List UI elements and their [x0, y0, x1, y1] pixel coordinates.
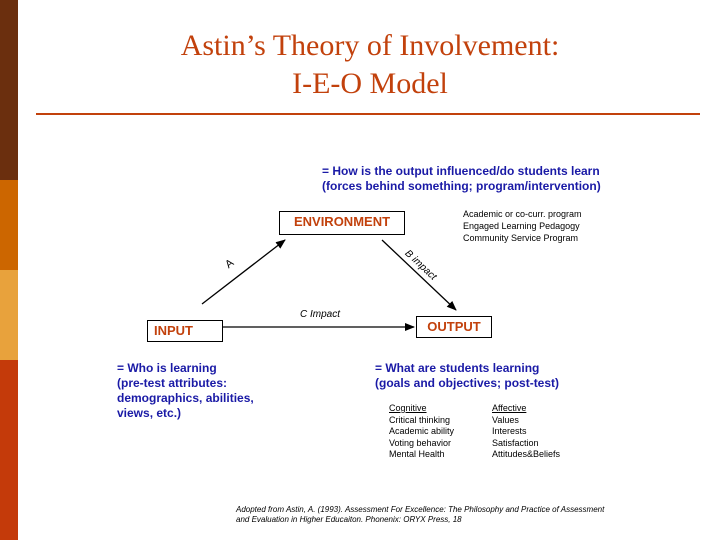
affective-item: Satisfaction — [492, 437, 539, 448]
slide-title-line2: I-E-O Model — [292, 67, 448, 100]
affective-header: Affective — [492, 403, 527, 413]
side-bar-bottom — [0, 360, 18, 540]
side-bar-upper — [0, 180, 18, 270]
cognitive-item: Mental Health — [389, 449, 445, 459]
cognitive-item: Academic ability — [389, 426, 455, 436]
environment-example: Community Service Program — [463, 233, 579, 243]
slide-title-line1: Astin’s Theory of Involvement: — [180, 29, 560, 62]
input-note-line: demographics, abilities, — [117, 391, 254, 405]
cognitive-item: Voting behavior — [389, 437, 452, 448]
environment-example: Academic or co-curr. program — [463, 209, 582, 219]
affective-item: Values — [492, 414, 519, 425]
affective-item: Interests — [492, 426, 527, 436]
cognitive-item: Critical thinking — [389, 414, 451, 425]
input-note-line: views, etc.) — [117, 406, 182, 420]
input-note-line: = Who is learning — [117, 361, 217, 375]
environment-box: ENVIRONMENT — [279, 211, 405, 235]
affective-item: Attitudes&Beliefs — [492, 449, 561, 459]
side-bar-top — [0, 0, 18, 180]
output-box: OUTPUT — [416, 316, 492, 338]
environment-example: Engaged Learning Pedagogy — [463, 221, 580, 231]
arrow-a — [201, 239, 286, 305]
citation-line2: and Evaluation in Higher Educaiton. Phon… — [236, 515, 462, 524]
side-bar-middle — [0, 270, 18, 360]
environment-note-line1: = How is the output influenced/do studen… — [322, 164, 600, 178]
output-note-line: = What are students learning — [375, 361, 540, 375]
title-divider — [36, 113, 700, 115]
arrow-c-label: C Impact — [300, 309, 341, 320]
citation-line1: Adopted from Astin, A. (1993). Assessmen… — [236, 505, 605, 514]
affective-column: Affective Values Interests Satisfaction … — [492, 403, 560, 461]
arrow-b — [381, 239, 457, 311]
cognitive-header: Cognitive — [389, 403, 427, 413]
citation: Adopted from Astin, A. (1993). Assessmen… — [236, 505, 616, 525]
input-note-line: (pre-test attributes: — [117, 376, 228, 390]
input-box: INPUT — [147, 320, 223, 342]
output-note-line: (goals and objectives; post-test) — [375, 376, 560, 390]
environment-note-line2: (forces behind something; program/interv… — [322, 179, 601, 193]
cognitive-column: Cognitive Critical thinking Academic abi… — [389, 403, 454, 461]
